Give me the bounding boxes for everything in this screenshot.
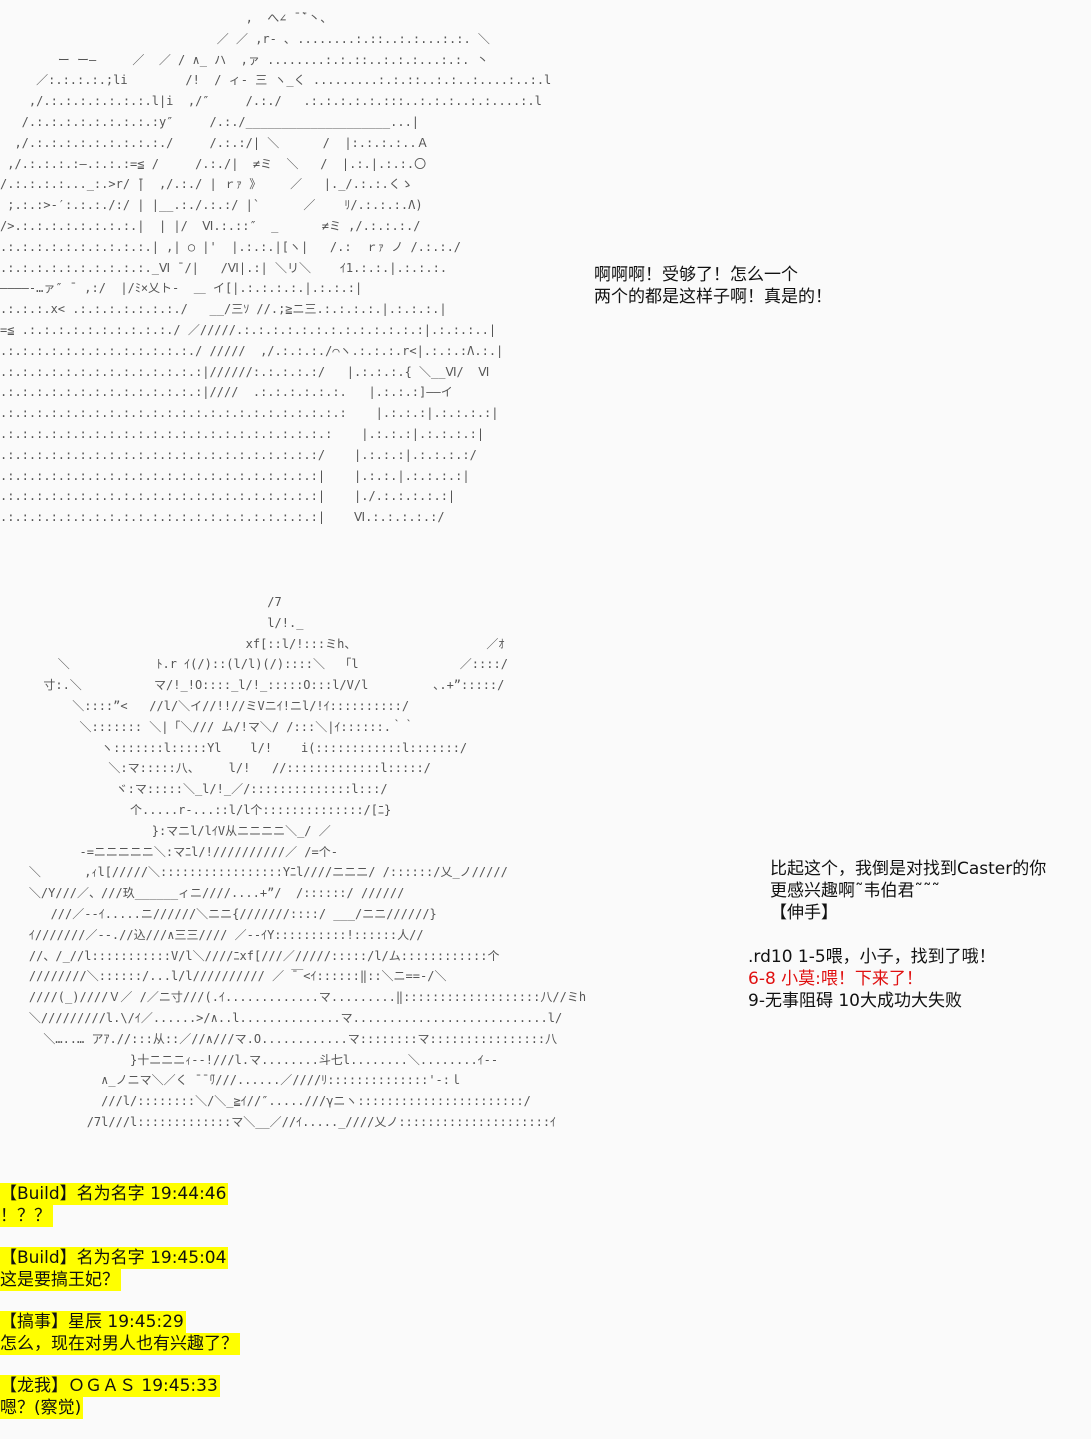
chat-text: ！？？	[0, 1205, 53, 1227]
roll-option-highlighted: 6-8 小莫:喂！下来了！	[748, 969, 923, 989]
ascii-art-top: , へ∠ ̄ ̄`丶、 ／ ／ ,r‐ ､ ........:.::..:.:.…	[0, 11, 552, 525]
chat-text: 怎么，现在对男人也有兴趣了？	[0, 1333, 240, 1355]
caption-line: 两个的都是这样子啊！真是的！	[594, 287, 832, 307]
caption-line: 更感兴趣啊˜韦伯君˜˜˜	[770, 881, 940, 901]
chat-message: 【搞事】星辰 19:45:29 怎么，现在对男人也有兴趣了？	[0, 1311, 240, 1355]
caption-line: 比起这个，我倒是对找到Caster的你	[770, 859, 1047, 879]
dialogue-caption-mid: 比起这个，我倒是对找到Caster的你 更感兴趣啊˜韦伯君˜˜˜ 【伸手】	[770, 858, 1046, 924]
chat-message: 【龙我】ＯＧＡＳ 19:45:33 嗯？(察觉)	[0, 1375, 240, 1419]
roll-option: 9-无事阻碍 10大成功大失败	[748, 991, 962, 1011]
chat-text: 嗯？(察觉)	[0, 1397, 84, 1419]
chat-message: 【Build】名为名字 19:44:46 ！？？	[0, 1183, 240, 1227]
chat-header: 【搞事】星辰 19:45:29	[0, 1311, 186, 1333]
ascii-art-bottom: /7 l/!._ xf[::l/!:::ミh、 ／ｵ ＼ ﾄ.r ｲ(/)::(…	[28, 595, 587, 1129]
chat-message: 【Build】名为名字 19:45:04 这是要搞王妃？	[0, 1247, 240, 1291]
caption-line: 啊啊啊！受够了！怎么一个	[594, 265, 798, 285]
roll-option: .rd10 1-5喂，小子，找到了哦！	[748, 947, 996, 967]
chat-header: 【Build】名为名字 19:44:46	[0, 1183, 229, 1205]
chat-header: 【Build】名为名字 19:45:04	[0, 1247, 229, 1269]
dice-roll-options: .rd10 1-5喂，小子，找到了哦！ 6-8 小莫:喂！下来了！ 9-无事阻碍…	[748, 946, 996, 1012]
caption-line: 【伸手】	[770, 903, 838, 923]
chat-log: 【Build】名为名字 19:44:46 ！？？ 【Build】名为名字 19:…	[0, 1183, 240, 1439]
chat-text: 这是要搞王妃？	[0, 1269, 121, 1291]
dialogue-caption-top: 啊啊啊！受够了！怎么一个 两个的都是这样子啊！真是的！	[594, 264, 832, 308]
chat-header: 【龙我】ＯＧＡＳ 19:45:33	[0, 1375, 220, 1397]
